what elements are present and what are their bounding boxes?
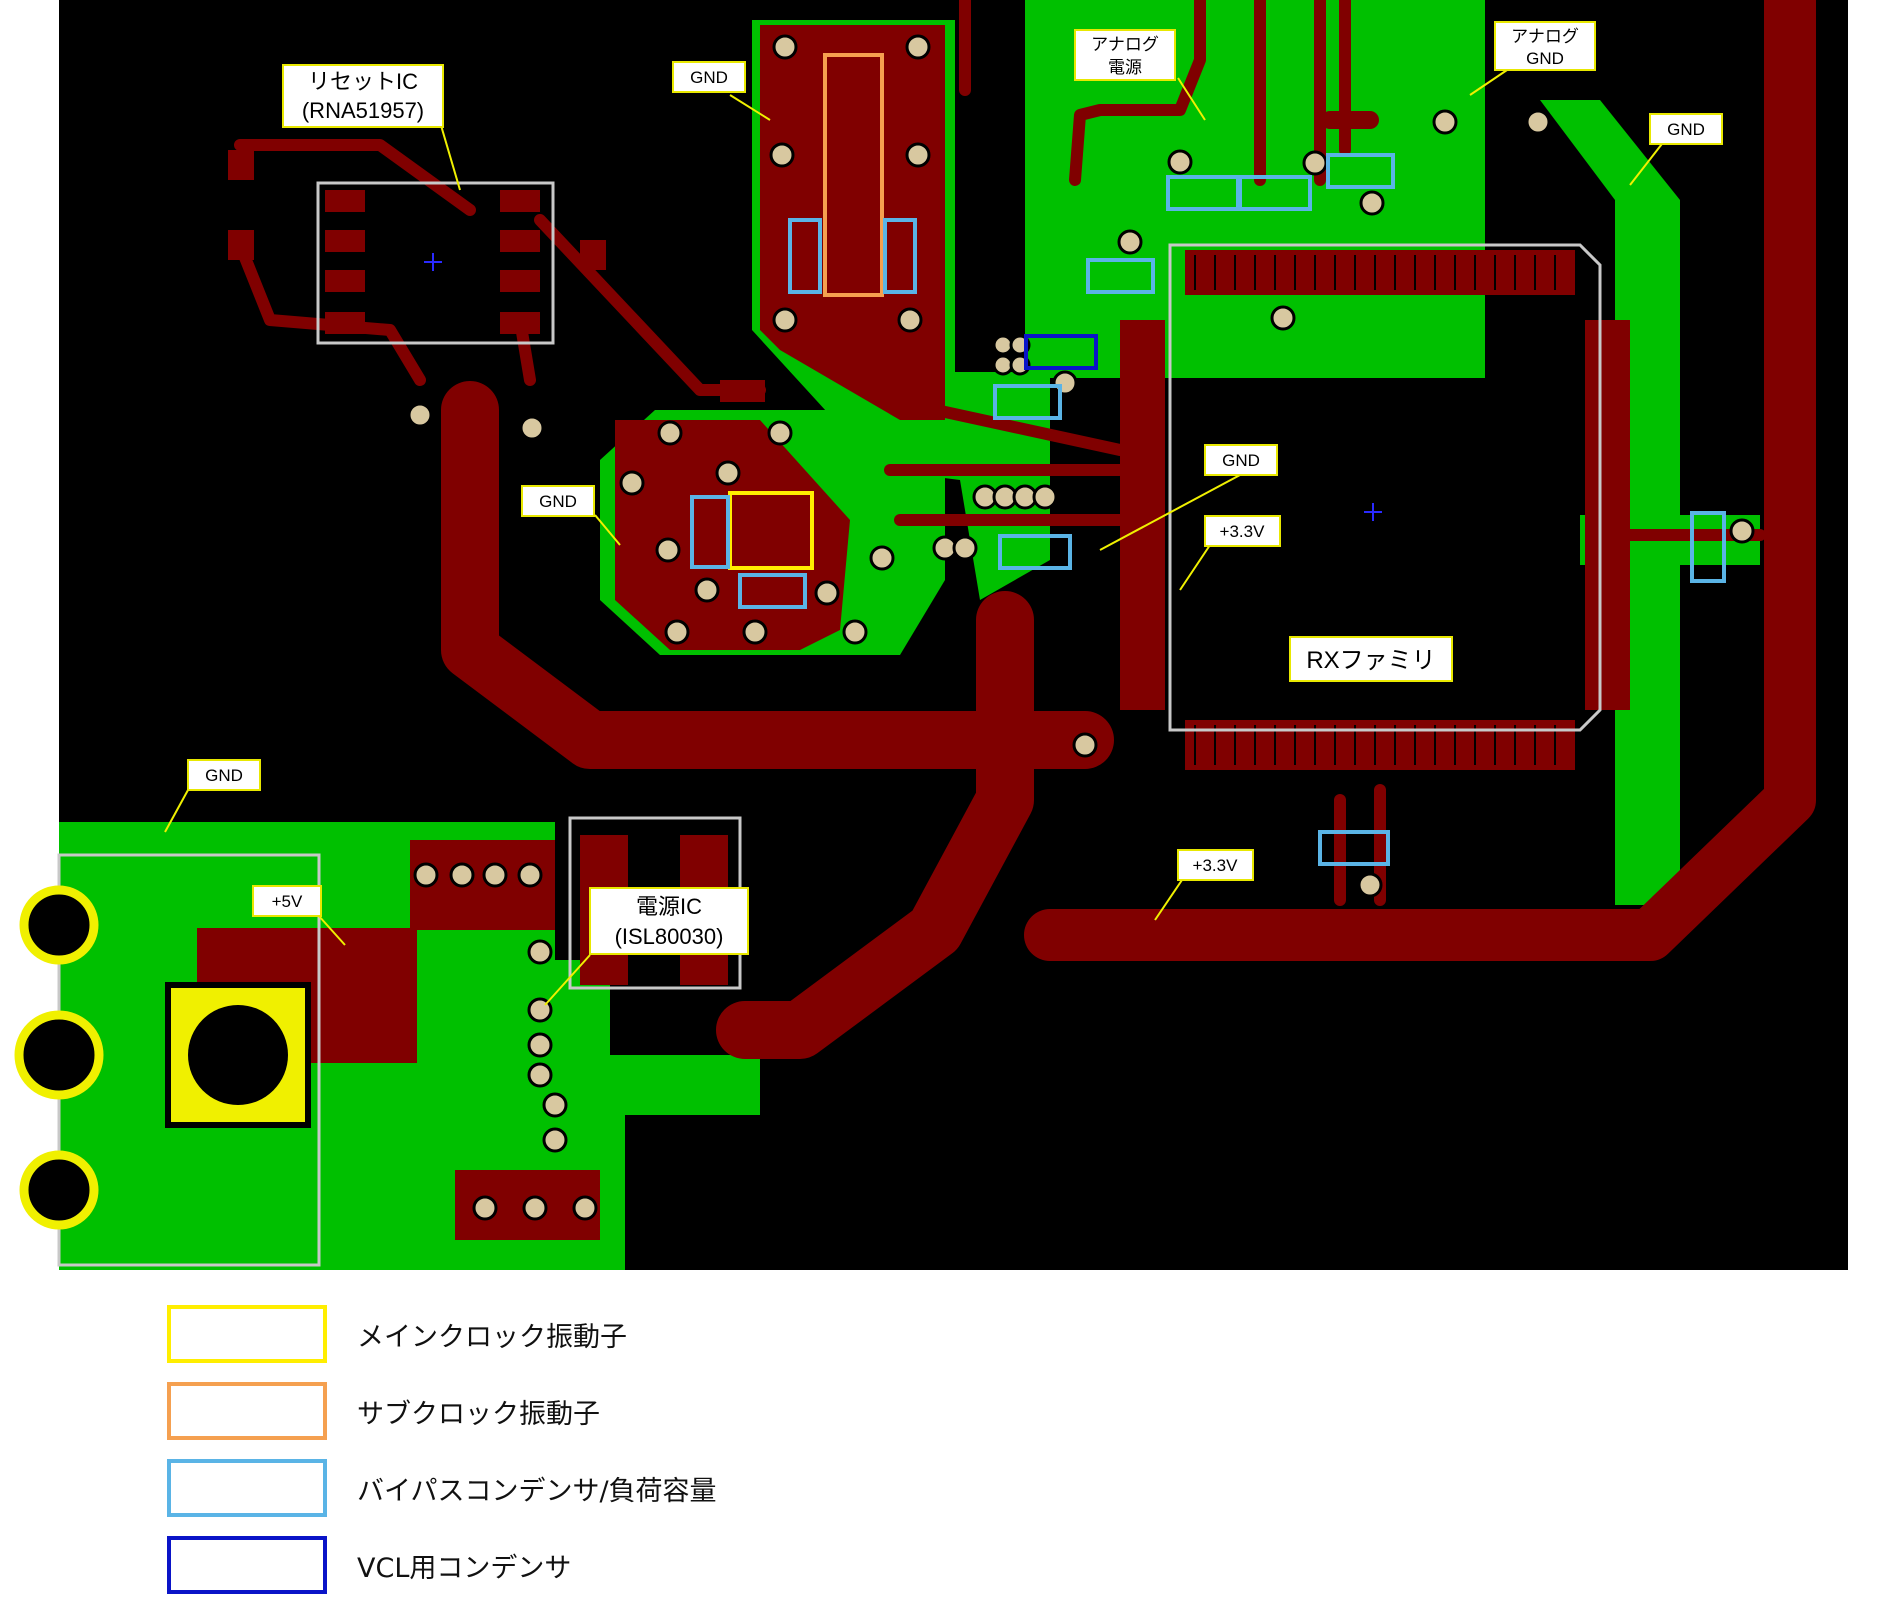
callout-mcu-text: RXファミリ [1306,647,1435,674]
callout-v5: +5V [252,885,322,917]
callout-v5-text: +5V [272,892,303,911]
power-connector [14,885,311,1230]
main-clock-swatch-icon [167,1305,327,1363]
bypass-swatch-icon [167,1459,327,1517]
callout-v33-bottom: +3.3V [1177,849,1254,881]
callout-gnd-center: GND [1204,444,1278,476]
callout-gnd-left-text: GND [539,492,577,511]
callout-power-ic: 電源IC (ISL80030) [589,887,749,955]
callout-gnd-center-text: GND [1222,451,1260,470]
callout-reset-ic: リセットIC (RNA51957) [282,64,444,128]
copper-traces [441,0,1816,1059]
legend-label: VCL用コンデンサ [357,1553,572,1584]
callout-leaders [164,67,1666,1006]
callout-analog-gnd-line1: アナログ [1511,27,1579,46]
legend-label: バイパスコンデンサ/負荷容量 [357,1476,717,1507]
callout-gnd-bottom-text: GND [205,766,243,785]
callout-reset-ic-line1: リセットIC [308,69,418,94]
callout-reset-ic-line2: (RNA51957) [302,98,424,123]
callout-v33-mid-text: +3.3V [1220,522,1266,541]
callout-power-ic-line2: (ISL80030) [615,924,724,949]
highlight-boxes [690,53,1726,866]
sub-clock-highlight [823,53,884,297]
callout-gnd-bottom: GND [187,759,261,791]
legend-label: メインクロック振動子 [357,1322,627,1353]
callout-analog-power-line2: 電源 [1108,58,1142,77]
callout-gnd-left: GND [521,485,595,517]
reset-ic-pads [228,150,765,402]
vias [407,34,1755,1221]
legend-label: サブクロック振動子 [357,1399,600,1430]
sub-clock-swatch-icon [167,1382,327,1440]
callouts: リセットIC (RNA51957) GND アナログ 電源 アナログ GND G… [187,21,1723,955]
callout-gnd-top: GND [672,61,746,93]
callout-power-ic-line1: 電源IC [636,894,702,919]
callout-analog-power-line1: アナログ [1091,35,1159,54]
origin-marks [424,253,1382,521]
callout-gnd-right-text: GND [1667,120,1705,139]
callout-analog-power: アナログ 電源 [1074,29,1176,81]
callout-mcu: RXファミリ [1289,636,1453,682]
mcu-pins [1194,255,1556,765]
pcb-layout: リセットIC (RNA51957) GND アナログ 電源 アナログ GND G… [14,0,1848,1270]
callout-gnd-right: GND [1649,113,1723,145]
callout-analog-gnd-line2: GND [1526,49,1564,68]
vcl-highlight [1024,334,1098,370]
callout-v33-bottom-text: +3.3V [1193,856,1239,875]
callout-analog-gnd: アナログ GND [1494,21,1596,71]
callout-gnd-top-text: GND [690,68,728,87]
vcl-swatch-icon [167,1536,327,1594]
callout-v33-mid: +3.3V [1204,515,1281,547]
